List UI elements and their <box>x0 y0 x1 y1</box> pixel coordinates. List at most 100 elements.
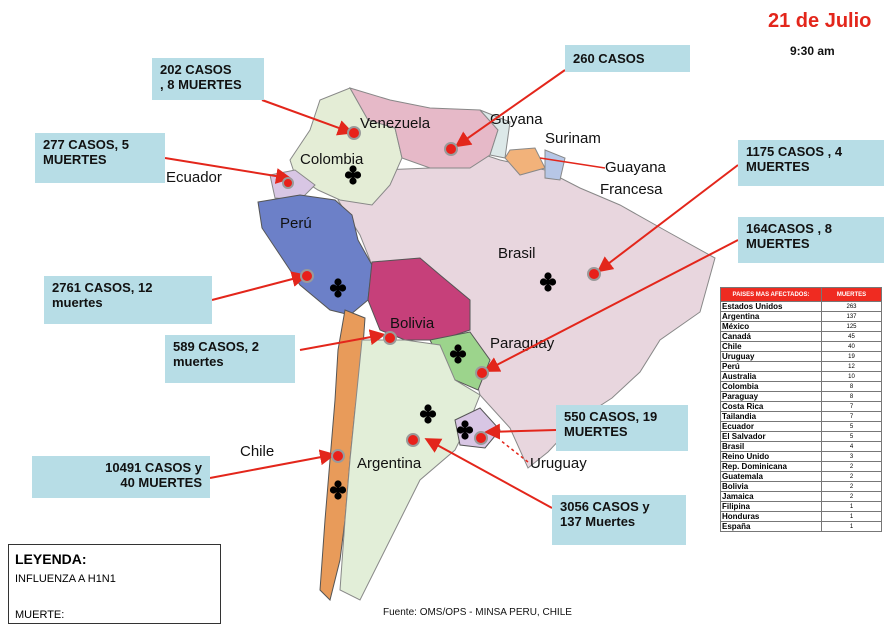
arrow-argentina <box>424 438 553 509</box>
country-guayana-francesa <box>544 149 566 181</box>
table-cell-country: Canadá <box>720 331 822 342</box>
arrow-guayana <box>596 164 739 273</box>
table-cell-deaths: 2 <box>821 461 882 472</box>
table-cell-deaths: 7 <box>821 411 882 422</box>
report-time: 9:30 am <box>790 44 835 58</box>
table-cell-deaths: 5 <box>821 421 882 432</box>
case-marker-ecuador <box>282 177 294 189</box>
case-marker-brasil <box>587 267 601 281</box>
arrow-guayana-small <box>539 157 606 169</box>
table-cell-country: México <box>720 321 822 332</box>
case-marker-paraguay <box>475 366 489 380</box>
label-guyana: Guyana <box>490 111 543 128</box>
source-note: Fuente: OMS/OPS - MINSA PERU, CHILE <box>383 607 572 618</box>
table-cell-country: Reino Unido <box>720 451 822 462</box>
label-francesa: Francesa <box>600 181 663 198</box>
table-cell-country: Tailandia <box>720 411 822 422</box>
label-uruguay: Uruguay <box>530 455 587 472</box>
label-brasil: Brasil <box>498 245 536 262</box>
legend-influenza-label: INFLUENZA A H1N1 <box>15 573 116 585</box>
table-cell-deaths: 45 <box>821 331 882 342</box>
table-cell-country: Filipina <box>720 501 822 512</box>
callout-uruguay: 550 CASOS, 19 MUERTES <box>556 405 688 451</box>
label-ecuador: Ecuador <box>166 169 222 186</box>
callout-colombia: 202 CASOS , 8 MUERTES <box>152 58 264 100</box>
table-cell-country: Paraguay <box>720 391 822 402</box>
table-cell-country: Honduras <box>720 511 822 522</box>
case-marker-peru <box>300 269 314 283</box>
callout-bolivia: 589 CASOS, 2 muertes <box>165 335 295 383</box>
table-cell-deaths: 19 <box>821 351 882 362</box>
arrow-uruguay <box>484 423 557 440</box>
table-cell-deaths: 8 <box>821 381 882 392</box>
table-cell-deaths: 1 <box>821 501 882 512</box>
legend-title: LEYENDA: <box>15 551 87 567</box>
country-venezuela <box>348 87 499 169</box>
label-bolivia: Bolivia <box>390 315 435 332</box>
table-cell-deaths: 10 <box>821 371 882 382</box>
arrow-chile <box>209 449 336 479</box>
label-chile: Chile <box>240 443 274 460</box>
table-cell-country: Perú <box>720 361 822 372</box>
legend-death-label: MUERTE: <box>15 609 65 621</box>
table-cell-deaths: 263 <box>821 301 882 312</box>
table-cell-country: Uruguay <box>720 351 822 362</box>
table-cell-deaths: 40 <box>821 341 882 352</box>
label-surinam: Surinam <box>545 130 601 147</box>
table-header-deaths: MUERTES <box>821 287 882 302</box>
arrow-bolivia <box>299 329 386 351</box>
table-cell-country: España <box>720 521 822 532</box>
table-cell-deaths: 3 <box>821 451 882 462</box>
label-colombia: Colombia <box>300 151 364 168</box>
callout-chile: 10491 CASOS y 40 MUERTES <box>32 456 210 498</box>
table-cell-country: Bolivia <box>720 481 822 492</box>
label-paraguay: Paraguay <box>490 335 555 352</box>
case-marker-venezuela <box>444 142 458 156</box>
table-cell-deaths: 7 <box>821 401 882 412</box>
case-marker-chile <box>331 449 345 463</box>
table-cell-deaths: 4 <box>821 441 882 452</box>
table-cell-country: El Salvador <box>720 431 822 442</box>
country-surinam <box>504 147 546 176</box>
label-venezuela: Venezuela <box>360 115 431 132</box>
table-cell-country: Jamaica <box>720 491 822 502</box>
table-cell-deaths: 1 <box>821 521 882 532</box>
callout-peru: 2761 CASOS, 12 muertes <box>44 276 212 324</box>
table-cell-country: Ecuador <box>720 421 822 432</box>
table-cell-deaths: 5 <box>821 431 882 442</box>
callout-brasil: 164CASOS , 8 MUERTES <box>738 217 884 263</box>
report-date: 21 de Julio <box>768 10 872 32</box>
table-cell-country: Brasil <box>720 441 822 452</box>
case-marker-uruguay <box>474 431 488 445</box>
callout-venezuela: 260 CASOS <box>565 45 690 72</box>
callout-guayana: 1175 CASOS , 4 MUERTES <box>738 140 884 186</box>
most-affected-table: PAISES MAS AFECTADOS: MUERTES Estados Un… <box>720 287 882 532</box>
arrow-peru <box>211 271 308 301</box>
table-cell-country: Colombia <box>720 381 822 392</box>
table-cell-deaths: 1 <box>821 511 882 522</box>
country-guyana <box>479 109 511 159</box>
label-guayana: Guayana <box>605 159 667 176</box>
arrow-brasil <box>483 239 739 372</box>
table-cell-country: Guatemala <box>720 471 822 482</box>
table-cell-country: Argentina <box>720 311 822 322</box>
table-cell-country: Rep. Dominicana <box>720 461 822 472</box>
